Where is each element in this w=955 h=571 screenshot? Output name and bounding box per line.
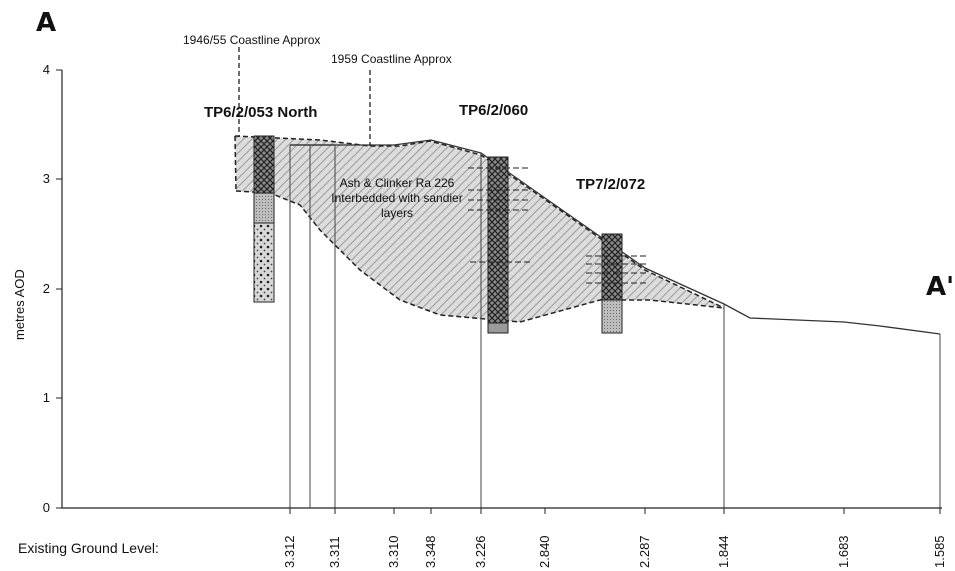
y-axis-label: metres AOD [12,269,27,340]
deposit-left-edge [234,135,237,192]
trial-pit-2-label: TP6/2/060 [459,102,529,119]
ground-level-value-9: 1.683 [836,535,851,568]
ground-level-verticals [289,145,941,508]
y-tick-label-0: 0 [42,500,50,515]
x-axis-ticks [289,508,941,514]
ground-level-value-6: 2.840 [537,535,552,568]
trial-pit-1-label: TP6/2/053 North [204,104,318,121]
trial-pit-2-sample-marks [468,167,530,263]
y-tick-label-3: 3 [42,171,50,186]
ground-level-value-3: 3.310 [386,535,401,568]
y-tick-label-2: 2 [42,281,50,296]
ground-level-value-4: 3.348 [423,535,438,568]
ground-level-value-1: 3.312 [282,535,297,568]
deposit-annotation: Ash & Clinker Ra 226 Interbedded with sa… [302,176,492,221]
y-tick-label-1: 1 [42,390,50,405]
ground-level-label: Existing Ground Level: [18,540,159,556]
section-end-label: A' [926,272,955,302]
annotation-line-3: layers [380,206,413,220]
section-start-label: A [36,8,57,38]
ash-clinker-deposit [235,136,724,322]
trial-pit-3-sample-marks [586,255,646,284]
ground-level-value-5: 3.226 [473,535,488,568]
coastline-1959-label: 1959 Coastline Approx [331,52,452,66]
trial-pit-2-column [487,156,509,334]
ground-level-value-7: 2.287 [637,535,652,568]
ground-level-value-10: 1.585 [932,535,947,568]
trial-pit-1-column [253,135,275,303]
ground-level-value-8: 1.844 [716,535,731,568]
annotation-line-2: Interbedded with sandier [331,191,463,205]
ground-profile [290,139,941,335]
deposit-upper-boundary [234,135,725,309]
trial-pit-3-label: TP7/2/072 [576,176,646,193]
ground-level-value-2: 3.311 [327,536,342,568]
annotation-line-1: Ash & Clinker Ra 226 [339,176,455,190]
y-tick-label-4: 4 [42,62,50,77]
coastline-1946-label: 1946/55 Coastline Approx [183,33,321,47]
